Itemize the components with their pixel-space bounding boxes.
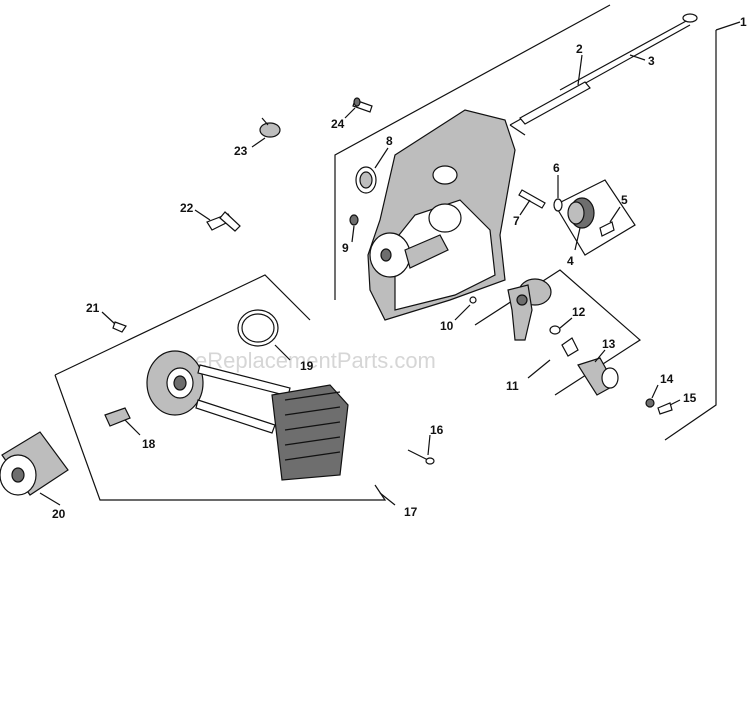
callout-21: 21 [86, 301, 100, 315]
callout-12: 12 [572, 305, 586, 319]
o-ring-10 [469, 296, 477, 304]
nipple-18 [104, 407, 131, 427]
callout-22: 22 [180, 201, 194, 215]
oil-cooler-frame [54, 274, 387, 501]
gear-4 [567, 197, 595, 229]
callout-10: 10 [440, 319, 454, 333]
screw-24 [352, 97, 373, 113]
dipstick-frame [509, 24, 691, 136]
screw-15 [657, 402, 673, 415]
pin-7 [518, 189, 546, 209]
bolt-16 [407, 449, 435, 465]
callout-15: 15 [683, 391, 697, 405]
gear-cover [367, 109, 516, 321]
assembly-frame-1 [334, 4, 717, 441]
oil-cooler [271, 384, 349, 481]
callout-2: 2 [576, 42, 583, 56]
fitting-23 [259, 117, 281, 138]
gear-frame [554, 179, 636, 256]
callout-18: 18 [142, 437, 156, 451]
callout-17: 17 [404, 505, 418, 519]
callout-14: 14 [660, 372, 674, 386]
o-ring-12 [549, 325, 561, 335]
callout-7: 7 [513, 214, 520, 228]
dipstick [559, 13, 698, 91]
callout-5: 5 [621, 193, 628, 207]
oil-pump [507, 278, 552, 341]
callout-4: 4 [567, 254, 574, 268]
callout-23: 23 [234, 144, 248, 158]
o-ring-19 [237, 309, 279, 347]
nut-14 [645, 398, 655, 408]
callout-3: 3 [648, 54, 655, 68]
pin-5 [599, 221, 615, 237]
oil-pressure-sensor [561, 337, 619, 396]
callout-19: 19 [300, 359, 314, 373]
callout-16: 16 [430, 423, 444, 437]
callout-24: 24 [331, 117, 345, 131]
oil-cooler-adapter [146, 350, 204, 416]
callout-20: 20 [52, 507, 66, 521]
watermark: eReplacementParts.com [195, 348, 436, 373]
callout-8: 8 [386, 134, 393, 148]
leader-lines [39, 21, 741, 506]
clip-21 [112, 321, 127, 333]
washer-6 [553, 198, 563, 212]
callout-9: 9 [342, 241, 349, 255]
callout-labels: 1 2 3 4 5 6 7 8 9 10 11 12 13 14 15 16 1… [52, 15, 747, 521]
dipstick-tube [519, 81, 591, 125]
nut-9 [349, 214, 359, 226]
callout-13: 13 [602, 337, 616, 351]
callout-1: 1 [740, 15, 747, 29]
callout-11: 11 [506, 379, 519, 393]
callout-6: 6 [553, 161, 560, 175]
oil-seal [355, 166, 377, 194]
elbow-fitting-22 [206, 211, 241, 232]
oil-filter [0, 431, 69, 496]
